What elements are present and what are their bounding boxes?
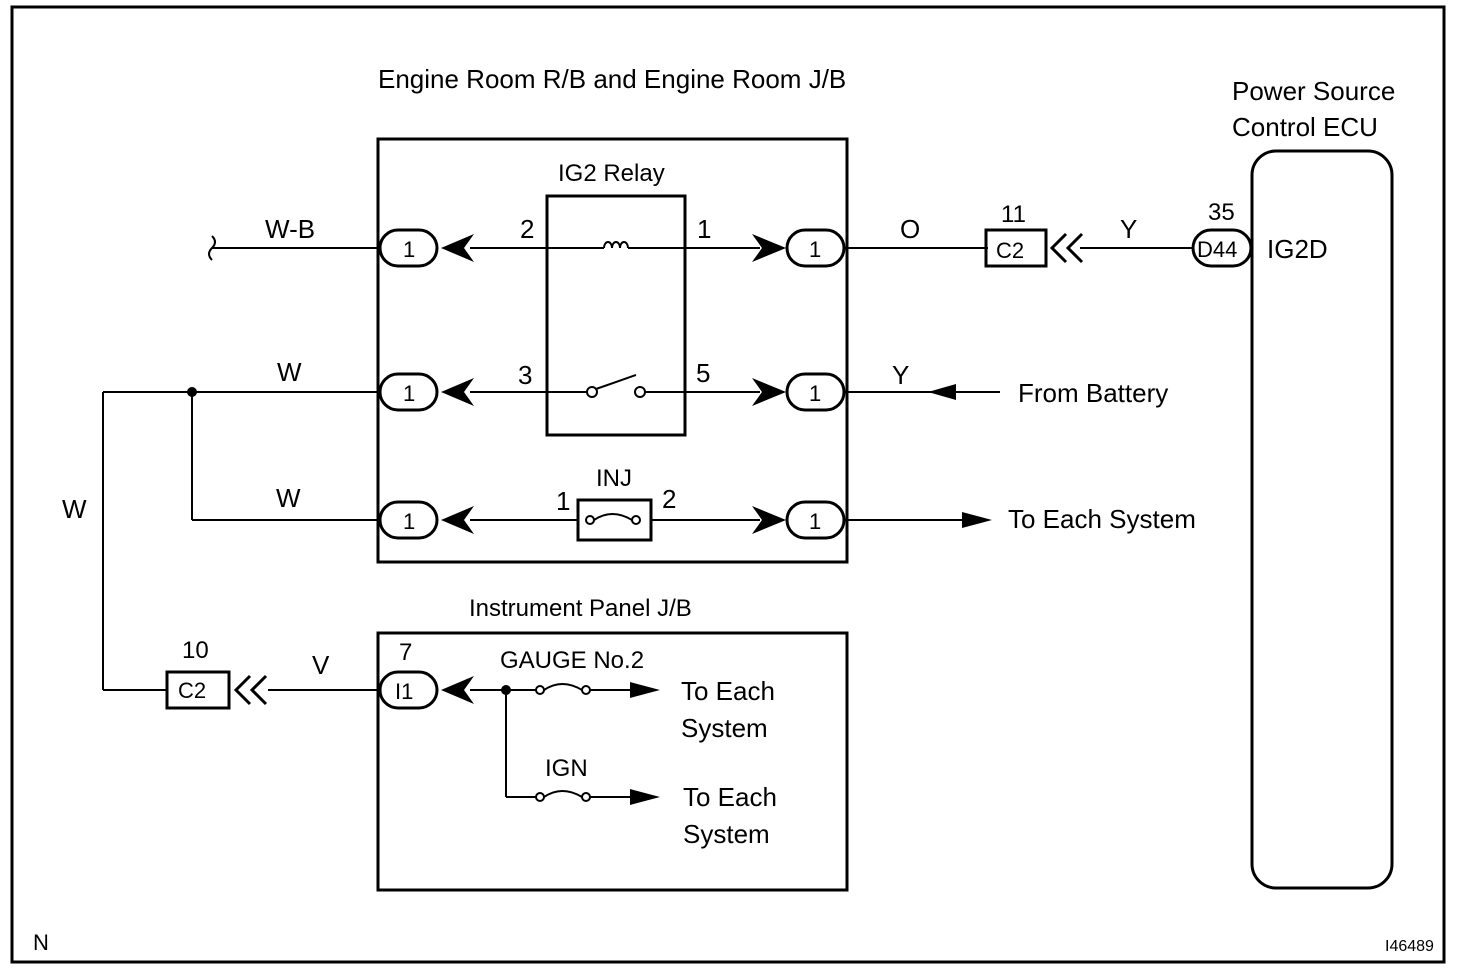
i1-connector-arrow (441, 676, 474, 704)
d44-label: D44 (1197, 237, 1237, 262)
ecu-label-line2: Control ECU (1232, 112, 1378, 142)
wire-label-w-top: W (277, 357, 302, 387)
ig2-relay-box (545, 194, 687, 437)
jb-left-connector-3: 1 (403, 509, 415, 534)
i1-label: I1 (395, 679, 413, 704)
from-battery-arrow (928, 384, 956, 400)
gauge-destination-line1: To Each (681, 676, 775, 706)
ig2d-terminal: IG2D (1267, 234, 1328, 264)
wire-label-o: O (900, 214, 920, 244)
wire-label-v: V (312, 650, 330, 680)
c2-bottom-connector (165, 670, 231, 710)
jb-right-connector-1: 1 (809, 237, 821, 262)
d44-connector (1191, 228, 1253, 268)
c2-top-label: C2 (996, 238, 1024, 263)
corner-mark-n: N (33, 930, 49, 955)
row-3-wiring (191, 392, 962, 542)
c2-bottom-chevrons (233, 674, 268, 706)
relay-pin-2: 2 (520, 214, 534, 244)
from-battery-label: From Battery (1018, 378, 1168, 408)
wire-label-wb: W-B (265, 214, 315, 244)
to-each-system-label: To Each System (1008, 504, 1196, 534)
i1-pin: 7 (399, 639, 412, 666)
relay-pin-5: 5 (696, 358, 710, 388)
relay-pin-1: 1 (697, 214, 711, 244)
gauge-destination-line2: System (681, 713, 768, 743)
figure-id: I46489 (1385, 938, 1434, 955)
d44-pin: 35 (1208, 199, 1235, 226)
diagram-frame (10, 5, 1446, 964)
c2-top-connector (984, 228, 1048, 268)
fuse-gauge-label: GAUGE No.2 (500, 647, 644, 674)
ign-destination-line2: System (683, 819, 770, 849)
instrument-panel-wiring (470, 683, 632, 802)
jb-right-connectors (752, 228, 846, 540)
i1-connector (378, 670, 439, 710)
relay-pin-3: 3 (518, 360, 532, 390)
row-1-wiring (208, 235, 1196, 261)
to-each-system-arrow (962, 512, 992, 528)
row-2-wiring (103, 374, 1000, 398)
c2-bottom-pin: 10 (182, 637, 209, 664)
engine-room-jb-box (376, 137, 849, 564)
jb-right-connector-2: 1 (809, 381, 821, 406)
instrument-panel-jb-box (376, 631, 849, 892)
ig2-relay-label: IG2 Relay (558, 160, 665, 187)
ecu-label-line1: Power Source (1232, 76, 1395, 106)
c2-bottom-label: C2 (178, 678, 206, 703)
ecu-box (1250, 149, 1394, 890)
jb-right-connector-3: 1 (809, 509, 821, 534)
inj-pin-1: 1 (556, 486, 570, 516)
wire-label-w-mid: W (276, 483, 301, 513)
inj-pin-2: 2 (662, 484, 676, 514)
wire-label-y-battery: Y (892, 360, 909, 390)
wire-label-y-top: Y (1120, 214, 1137, 244)
jb-left-connector-1: 1 (403, 237, 415, 262)
jb-left-connector-2: 1 (403, 381, 415, 406)
ign-destination-line1: To Each (683, 782, 777, 812)
gauge-output-arrow (630, 682, 660, 698)
left-w-wiring (102, 392, 380, 691)
ign-output-arrow (630, 789, 660, 805)
c2-top-chevrons (1049, 232, 1084, 264)
engine-room-label: Engine Room R/B and Engine Room J/B (378, 64, 846, 94)
c2-top-pin: 11 (1001, 201, 1026, 228)
jb-left-connectors (378, 228, 474, 540)
wire-label-w-left: W (62, 494, 87, 524)
fuse-inj-label: INJ (596, 465, 632, 492)
instrument-panel-label: Instrument Panel J/B (469, 595, 692, 622)
fuse-ign-label: IGN (545, 755, 588, 782)
